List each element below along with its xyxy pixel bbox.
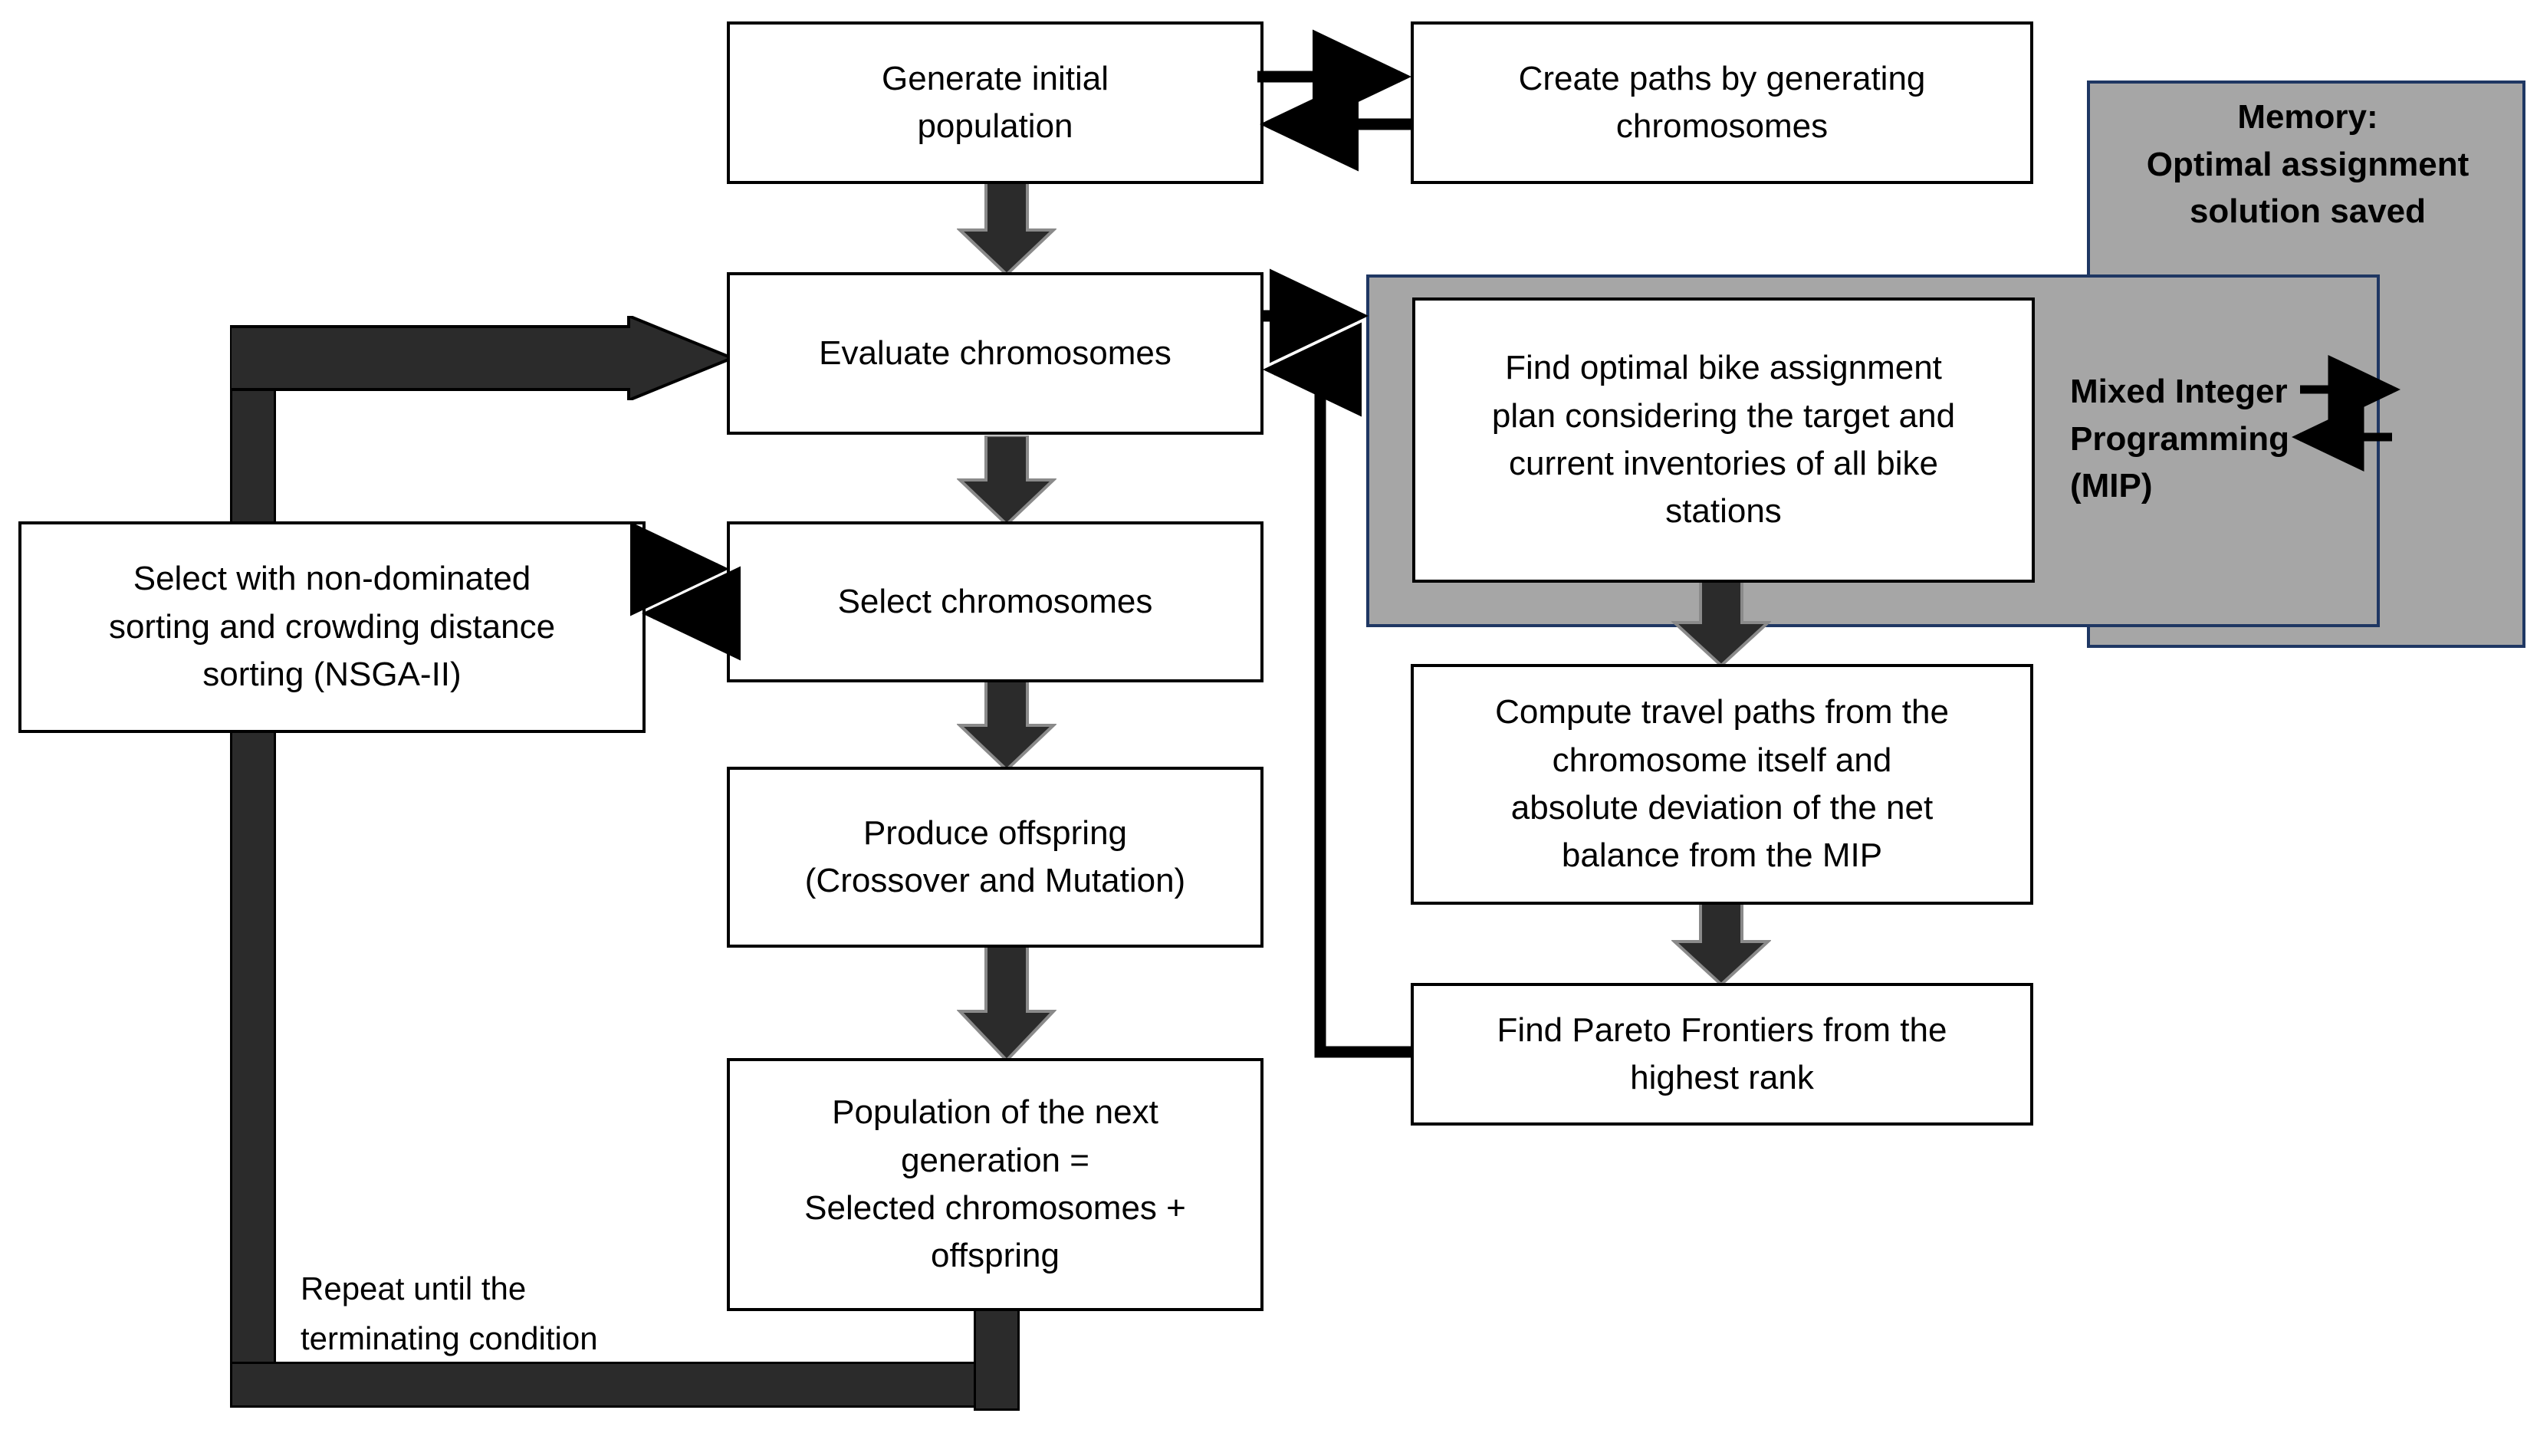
loop-bottom-bar xyxy=(230,1362,1020,1408)
block-arrow-assignment-to-compute xyxy=(1671,581,1771,667)
node-evaluate-chromosomes[interactable]: Evaluate chromosomes xyxy=(727,272,1264,435)
node-select-chromosomes-label: Select chromosomes xyxy=(837,582,1153,620)
node-produce-offspring-label: Produce offspring(Crossover and Mutation… xyxy=(804,813,1186,899)
loop-right-riser-bar xyxy=(974,1303,1020,1411)
node-evaluate-chromosomes-label: Evaluate chromosomes xyxy=(819,334,1171,372)
node-select-chromosomes[interactable]: Select chromosomes xyxy=(727,521,1264,682)
block-arrow-offspring-to-next-generation xyxy=(957,945,1056,1062)
block-arrow-evaluate-to-select xyxy=(957,435,1056,526)
block-arrow-generate-to-evaluate xyxy=(957,182,1056,276)
block-arrow-select-to-offspring xyxy=(957,681,1056,771)
loop-arrow-into-evaluate xyxy=(230,316,736,400)
block-arrow-compute-to-pareto xyxy=(1671,903,1771,986)
loop-vertical-bar xyxy=(230,357,276,1408)
node-produce-offspring[interactable]: Produce offspring(Crossover and Mutation… xyxy=(727,767,1264,948)
